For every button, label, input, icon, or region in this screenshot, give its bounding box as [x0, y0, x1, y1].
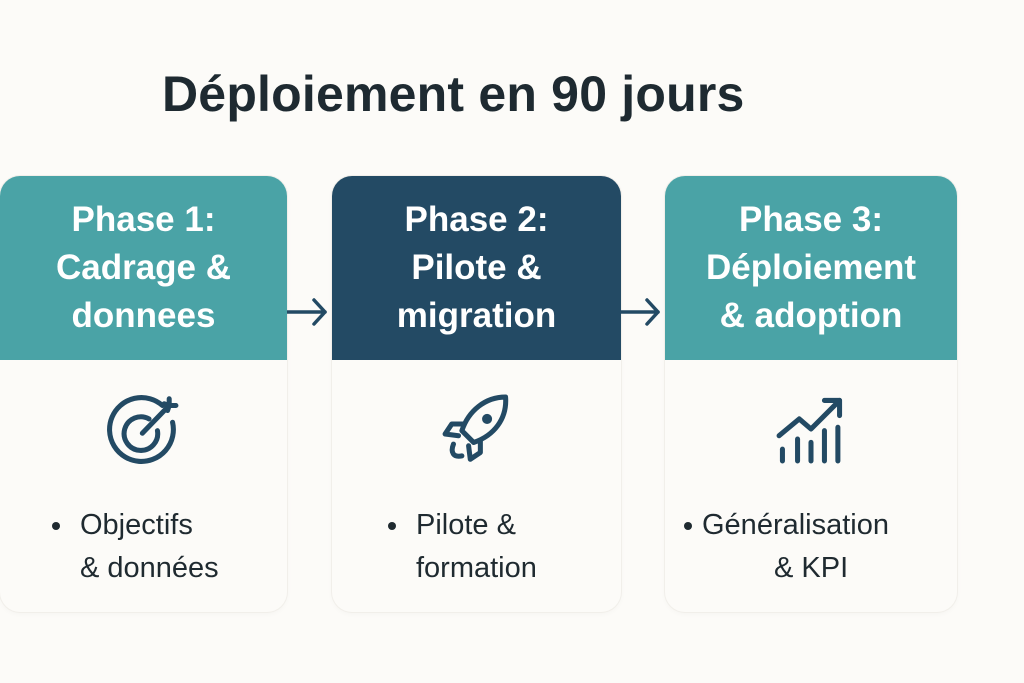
phase-1-bullet: Objectifs & données — [0, 504, 287, 590]
phase-1-header: Phase 1: Cadrage & donnees — [0, 176, 287, 360]
phase-3-bullet: Généralisation & KPI — [665, 504, 957, 590]
bullet-dot — [684, 522, 692, 530]
phase-3-bullet-line-1: Généralisation — [702, 509, 889, 541]
phase-2-bullet-line-2: formation — [416, 552, 537, 584]
phase-2-header-line-2: Pilote & — [411, 248, 542, 287]
phase-3-header-line-3: & adoption — [719, 296, 903, 335]
phase-1-header-line-2: Cadrage & — [55, 248, 232, 287]
phase-3-header-line-1: Phase 3: — [739, 200, 883, 239]
arrow-right-icon — [620, 298, 660, 326]
phase-card-3: Phase 3: Déploiement & adoption Générali… — [665, 176, 957, 612]
phase-2-bullet: Pilote & formation — [332, 504, 621, 590]
page-title: Déploiement en 90 jours — [162, 66, 745, 122]
target-icon — [99, 384, 189, 474]
phase-card-2: Phase 2: Pilote & migration Pilote & for… — [332, 176, 621, 612]
bullet-dot — [388, 522, 396, 530]
rocket-icon — [432, 384, 522, 474]
phase-3-bullet-line-2: & KPI — [774, 552, 849, 584]
phase-card-1: Phase 1: Cadrage & donnees Objectifs & d… — [0, 176, 287, 612]
phase-1-bullet-line-1: Objectifs — [80, 509, 193, 541]
phase-2-header: Phase 2: Pilote & migration — [332, 176, 621, 360]
growth-chart-icon — [766, 384, 856, 474]
bullet-dot — [52, 522, 60, 530]
phase-1-bullet-line-2: & données — [80, 552, 219, 584]
phase-2-header-line-3: migration — [396, 296, 557, 335]
phase-3-header-line-2: Déploiement — [705, 248, 917, 287]
phase-1-header-line-3: donnees — [71, 296, 216, 335]
phase-1-header-line-1: Phase 1: — [71, 200, 216, 239]
phase-2-header-line-1: Phase 2: — [404, 200, 549, 239]
phase-3-header: Phase 3: Déploiement & adoption — [665, 176, 957, 360]
phase-2-bullet-line-1: Pilote & — [416, 509, 516, 541]
arrow-right-icon — [287, 298, 327, 326]
